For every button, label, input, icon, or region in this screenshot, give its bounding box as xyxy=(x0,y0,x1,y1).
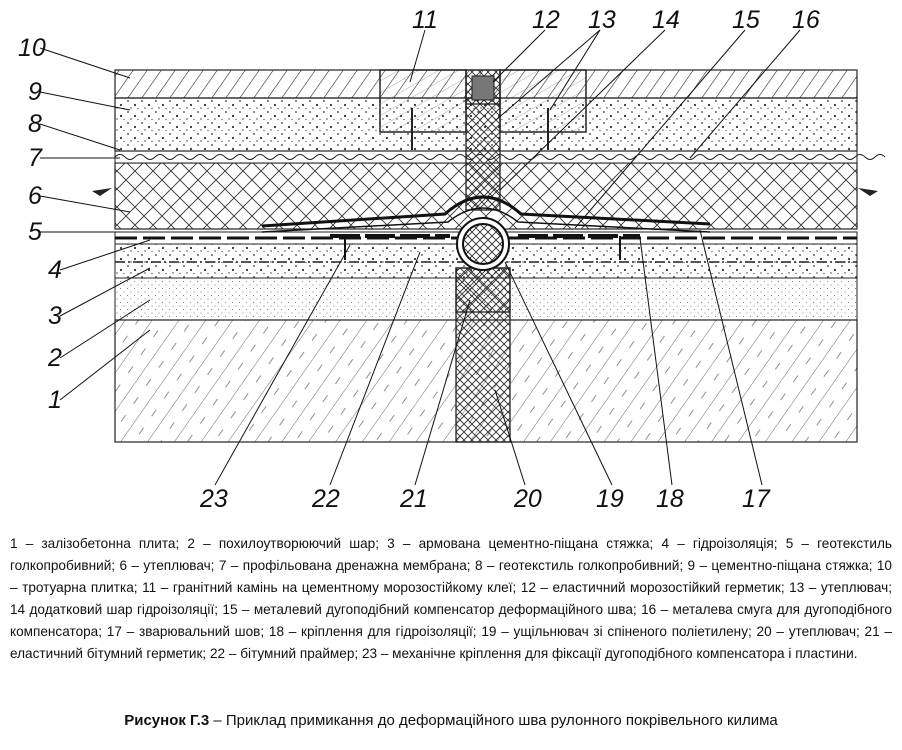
callout-6: 6 xyxy=(28,182,42,210)
callout-19: 19 xyxy=(596,485,624,513)
callout-12: 12 xyxy=(532,6,560,34)
callout-11: 11 xyxy=(412,6,438,34)
joint-insulation-13 xyxy=(465,97,501,211)
callout-9: 9 xyxy=(28,78,42,106)
joint-detail-drawing: 1 2 3 4 5 6 7 8 9 10 11 12 13 14 15 16 1… xyxy=(18,6,886,513)
callout-20: 20 xyxy=(513,485,542,513)
caption-text: – Приклад примикання до деформаційного ш… xyxy=(209,712,778,729)
callout-2: 2 xyxy=(47,344,62,372)
callout-1: 1 xyxy=(48,386,62,414)
callout-7: 7 xyxy=(28,144,43,172)
granite-stone-left xyxy=(379,69,467,133)
legend-text: 1 – залізобетонна плита; 2 – похилоутвор… xyxy=(10,536,892,661)
callout-15: 15 xyxy=(732,6,760,34)
caption-label: Рисунок Г.3 xyxy=(124,712,210,729)
figure-caption: Рисунок Г.3 – Приклад примикання до дефо… xyxy=(0,712,902,729)
callout-10: 10 xyxy=(18,34,46,62)
callout-23: 23 xyxy=(199,485,228,513)
callout-16: 16 xyxy=(792,6,820,34)
callout-14: 14 xyxy=(652,6,680,34)
callout-5: 5 xyxy=(28,218,42,246)
callout-18: 18 xyxy=(656,485,684,513)
arc-compensator xyxy=(261,195,711,228)
callout-labels: 1 2 3 4 5 6 7 8 9 10 11 12 13 14 15 16 1… xyxy=(18,6,820,513)
callout-4: 4 xyxy=(48,256,62,284)
callout-21: 21 xyxy=(399,485,428,513)
callout-22: 22 xyxy=(311,485,340,513)
callout-17: 17 xyxy=(742,485,771,513)
callout-8: 8 xyxy=(28,110,42,138)
callout-3: 3 xyxy=(48,302,62,330)
callout-13: 13 xyxy=(588,6,616,34)
